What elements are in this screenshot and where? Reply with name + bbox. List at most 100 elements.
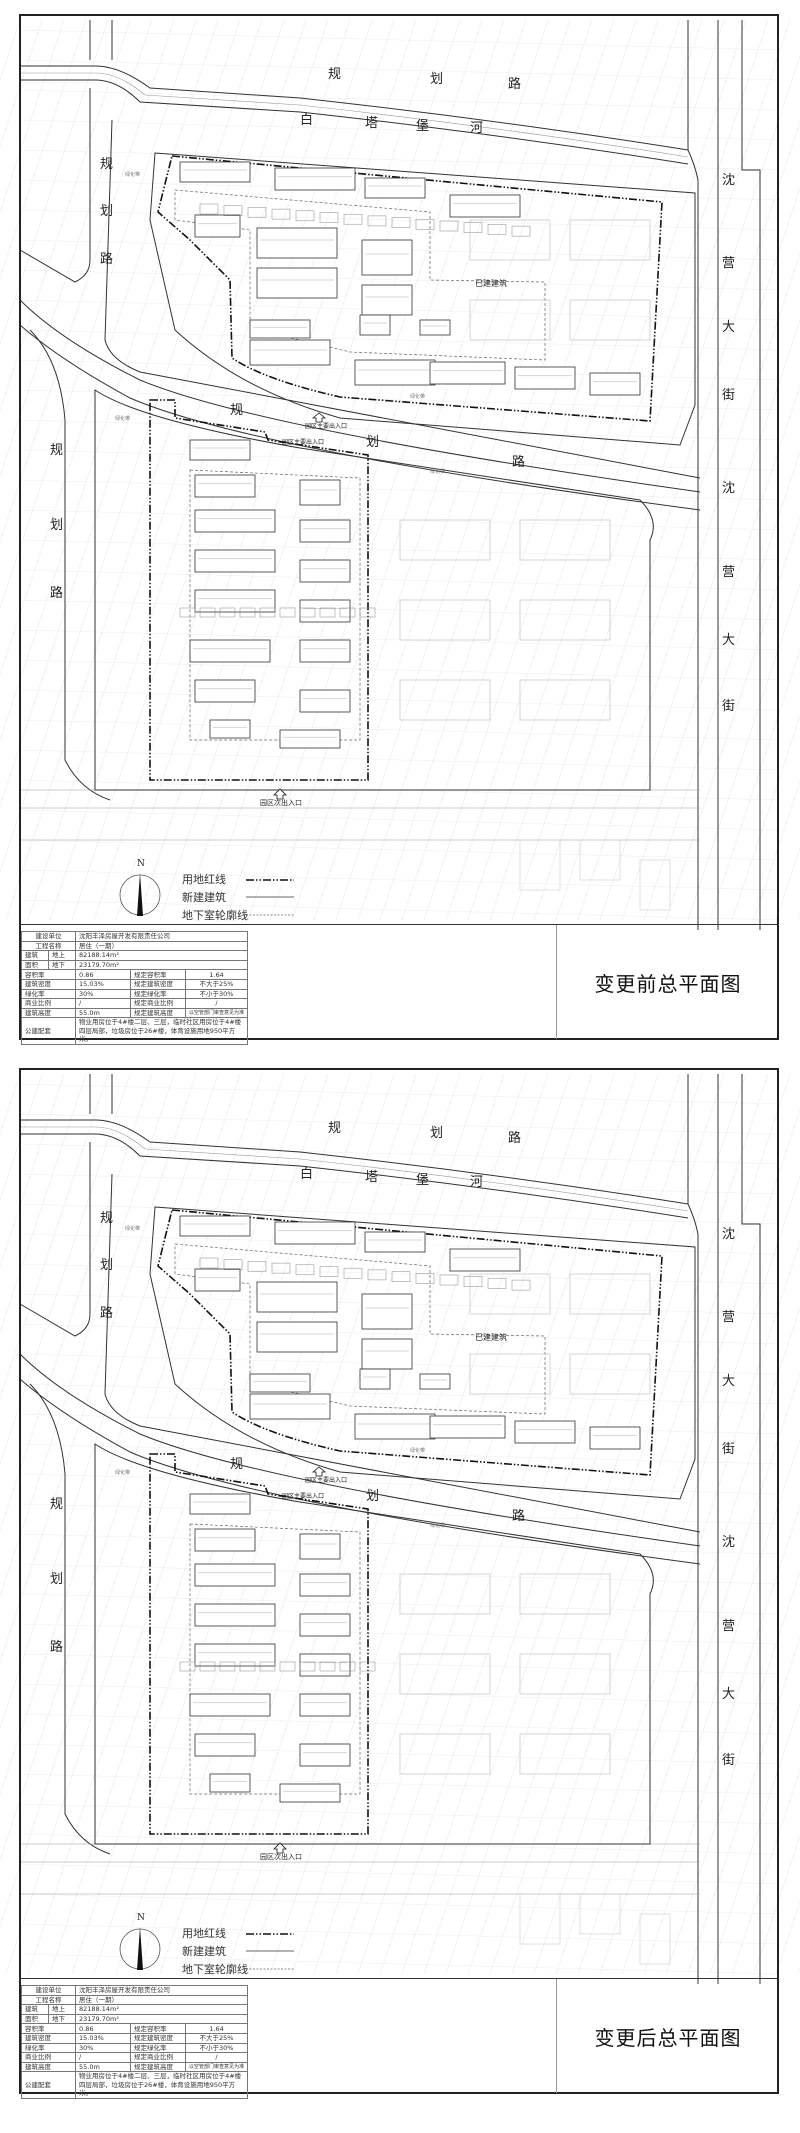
background-grid-line xyxy=(423,19,725,921)
west-road-lower-edge xyxy=(29,329,111,801)
parking-stalls xyxy=(439,220,459,232)
new-building xyxy=(419,1373,451,1390)
parking-stalls xyxy=(415,1273,435,1284)
existing-building xyxy=(469,1353,551,1395)
background-grid-line xyxy=(19,1773,781,1795)
cell: 规定建筑高度 xyxy=(130,1007,186,1019)
new-building xyxy=(194,214,241,238)
existing-building-label: 已建建筑 xyxy=(475,278,507,288)
background-grid-line xyxy=(511,1109,800,1975)
cell: 0.86 xyxy=(75,969,131,980)
background-grid-line xyxy=(247,19,549,921)
site-plan-before: 规划路 白塔堡河 沈营大街 沈营大街 规划路 规划路 规划路 已建建筑 园区主要… xyxy=(0,0,800,1060)
existing-building xyxy=(399,1733,491,1775)
cell: / xyxy=(75,998,131,1009)
parking-stalls xyxy=(179,1661,196,1672)
parking-stalls xyxy=(219,1661,236,1672)
existing-building xyxy=(519,519,611,561)
background-grid-line xyxy=(687,583,800,921)
new-building xyxy=(361,1338,413,1370)
parking-stalls xyxy=(391,1271,411,1282)
new-building xyxy=(194,549,276,573)
new-building xyxy=(359,314,391,336)
parking-stalls xyxy=(511,225,531,237)
cell: 工程名称 xyxy=(21,940,76,952)
cell: 建筑密度 xyxy=(21,978,76,990)
north-block-boundary xyxy=(149,1206,696,1500)
background-grid-line xyxy=(19,1893,781,1915)
cell: 23179.70m² xyxy=(74,2013,249,2025)
background-grid-line xyxy=(687,1637,800,1975)
new-building xyxy=(299,1573,351,1597)
legend: N 用地红线 新建建筑 地下室轮廓线 xyxy=(119,1913,294,1976)
parking-stalls xyxy=(343,1267,363,1279)
background-grid-line xyxy=(423,1073,725,1975)
parking-stalls xyxy=(343,213,363,225)
parking-stalls xyxy=(239,1661,256,1672)
cell: 建筑 xyxy=(21,950,49,961)
south-block-boundary xyxy=(94,1443,654,1845)
background-grid-line xyxy=(0,1073,219,1729)
background-grid-line xyxy=(0,1073,109,1399)
cell: 30% xyxy=(75,2042,131,2054)
entrance-arrow-icon xyxy=(273,788,287,800)
new-building xyxy=(249,319,311,339)
cell: 1.64 xyxy=(184,969,249,980)
legend-basement-label: 地下室轮廓线 xyxy=(182,1962,248,1976)
background-grid-line xyxy=(489,19,791,921)
entrance-arrow-icon xyxy=(311,1466,327,1477)
new-building xyxy=(209,1773,251,1793)
south-block-boundary xyxy=(94,389,654,791)
cell: 不小于30% xyxy=(184,2042,249,2054)
background-grid-line xyxy=(313,19,615,921)
main-entrance-label: 园区主要出入口 xyxy=(305,422,347,430)
background-grid-line xyxy=(577,253,800,921)
existing-building xyxy=(399,519,491,561)
background-grid-line xyxy=(159,19,461,921)
new-building xyxy=(179,1215,251,1237)
existing-building xyxy=(519,839,561,891)
green-belt-label: 绿化带 xyxy=(430,1522,445,1529)
new-building xyxy=(449,194,521,218)
background-grid-line xyxy=(159,1073,461,1975)
cell: 地上 xyxy=(48,950,76,961)
parking-stalls xyxy=(359,607,376,618)
drawing-frame xyxy=(19,1068,779,2094)
secondary-entrance-label: 园区次出入口 xyxy=(260,1852,302,1861)
new-building xyxy=(256,1281,338,1313)
east-road-edge xyxy=(741,1074,761,1984)
background-grid-line xyxy=(19,1113,781,1135)
parking-stalls xyxy=(247,1261,267,1272)
background-grid-line xyxy=(181,1073,483,1975)
parking-stalls xyxy=(295,1264,315,1276)
background-grid-line xyxy=(19,329,781,351)
north-arrow-label: N xyxy=(137,1913,145,1923)
background-grid-line xyxy=(379,1073,681,1975)
new-building xyxy=(299,689,351,713)
north-red-line xyxy=(157,155,663,422)
background-grid-line xyxy=(19,1173,781,1195)
existing-building xyxy=(569,1353,651,1395)
cell: 规定商业比例 xyxy=(130,2052,186,2063)
north-arrow-icon xyxy=(119,1927,161,1970)
background-grid-line xyxy=(19,1503,781,1525)
entrance-arrow-icon xyxy=(273,1842,287,1854)
background-grid-line xyxy=(0,1073,65,1267)
new-building xyxy=(299,1533,341,1560)
cell: 规定容积率 xyxy=(130,969,186,980)
background-grid-line xyxy=(533,1175,800,1975)
north-road-edge xyxy=(20,1119,689,1205)
background-grid-line xyxy=(731,715,800,921)
background-grid-line xyxy=(0,1073,153,1531)
background-grid-line xyxy=(19,1263,781,1285)
green-belt-label: 绿化带 xyxy=(410,1447,425,1454)
parking-stalls xyxy=(279,1661,296,1672)
green-belt-label: 绿化带 xyxy=(125,171,140,178)
cell: 不大于25% xyxy=(184,978,249,990)
background-grid-line xyxy=(335,1073,637,1975)
north-road-centerline xyxy=(20,72,689,158)
background-grid-line xyxy=(511,55,800,921)
secondary-entrance-label: 园区次出入口 xyxy=(260,798,302,807)
